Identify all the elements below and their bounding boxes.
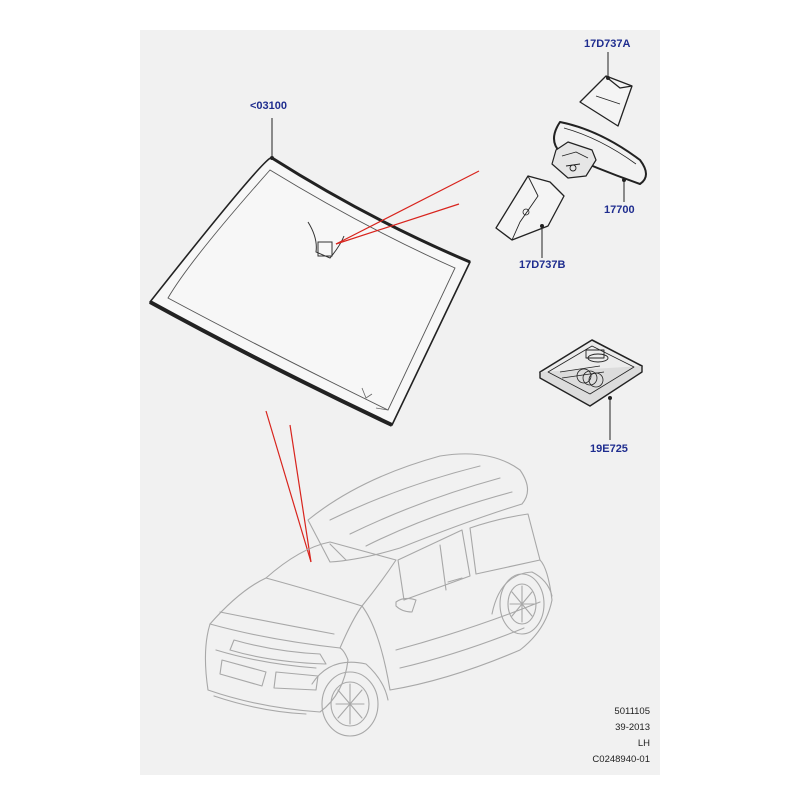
label-repair-kit: 19E725 <box>590 443 628 455</box>
windscreen-glass <box>149 156 471 427</box>
callout-lines-vehicle <box>265 410 312 563</box>
mirror-cover-b-leader-dot <box>540 224 544 228</box>
repair-kit-leader-dot <box>608 396 612 400</box>
vehicle-illustration <box>204 453 553 737</box>
label-windscreen: <03100 <box>250 100 288 112</box>
footer-line-2: 39-2013 <box>615 722 650 733</box>
callout-lines-mirror <box>335 170 480 245</box>
footer-line-1: 5011105 <box>614 706 650 717</box>
mirror-cover-a-leader-dot <box>606 76 610 80</box>
label-mirror: 17700 <box>604 204 635 216</box>
label-mirror-cover-a: 17D737A <box>584 38 631 50</box>
windscreen-leader-dot <box>270 156 274 160</box>
footer-line-3: LH <box>637 738 650 749</box>
mirror-leader-dot <box>622 178 626 182</box>
rear-view-mirror-part <box>551 121 647 185</box>
repair-kit-part <box>539 339 643 407</box>
mirror-cover-b-part <box>495 175 565 241</box>
label-mirror-cover-b: 17D737B <box>519 259 566 271</box>
footer-line-4: C0248940-01 <box>592 754 650 765</box>
